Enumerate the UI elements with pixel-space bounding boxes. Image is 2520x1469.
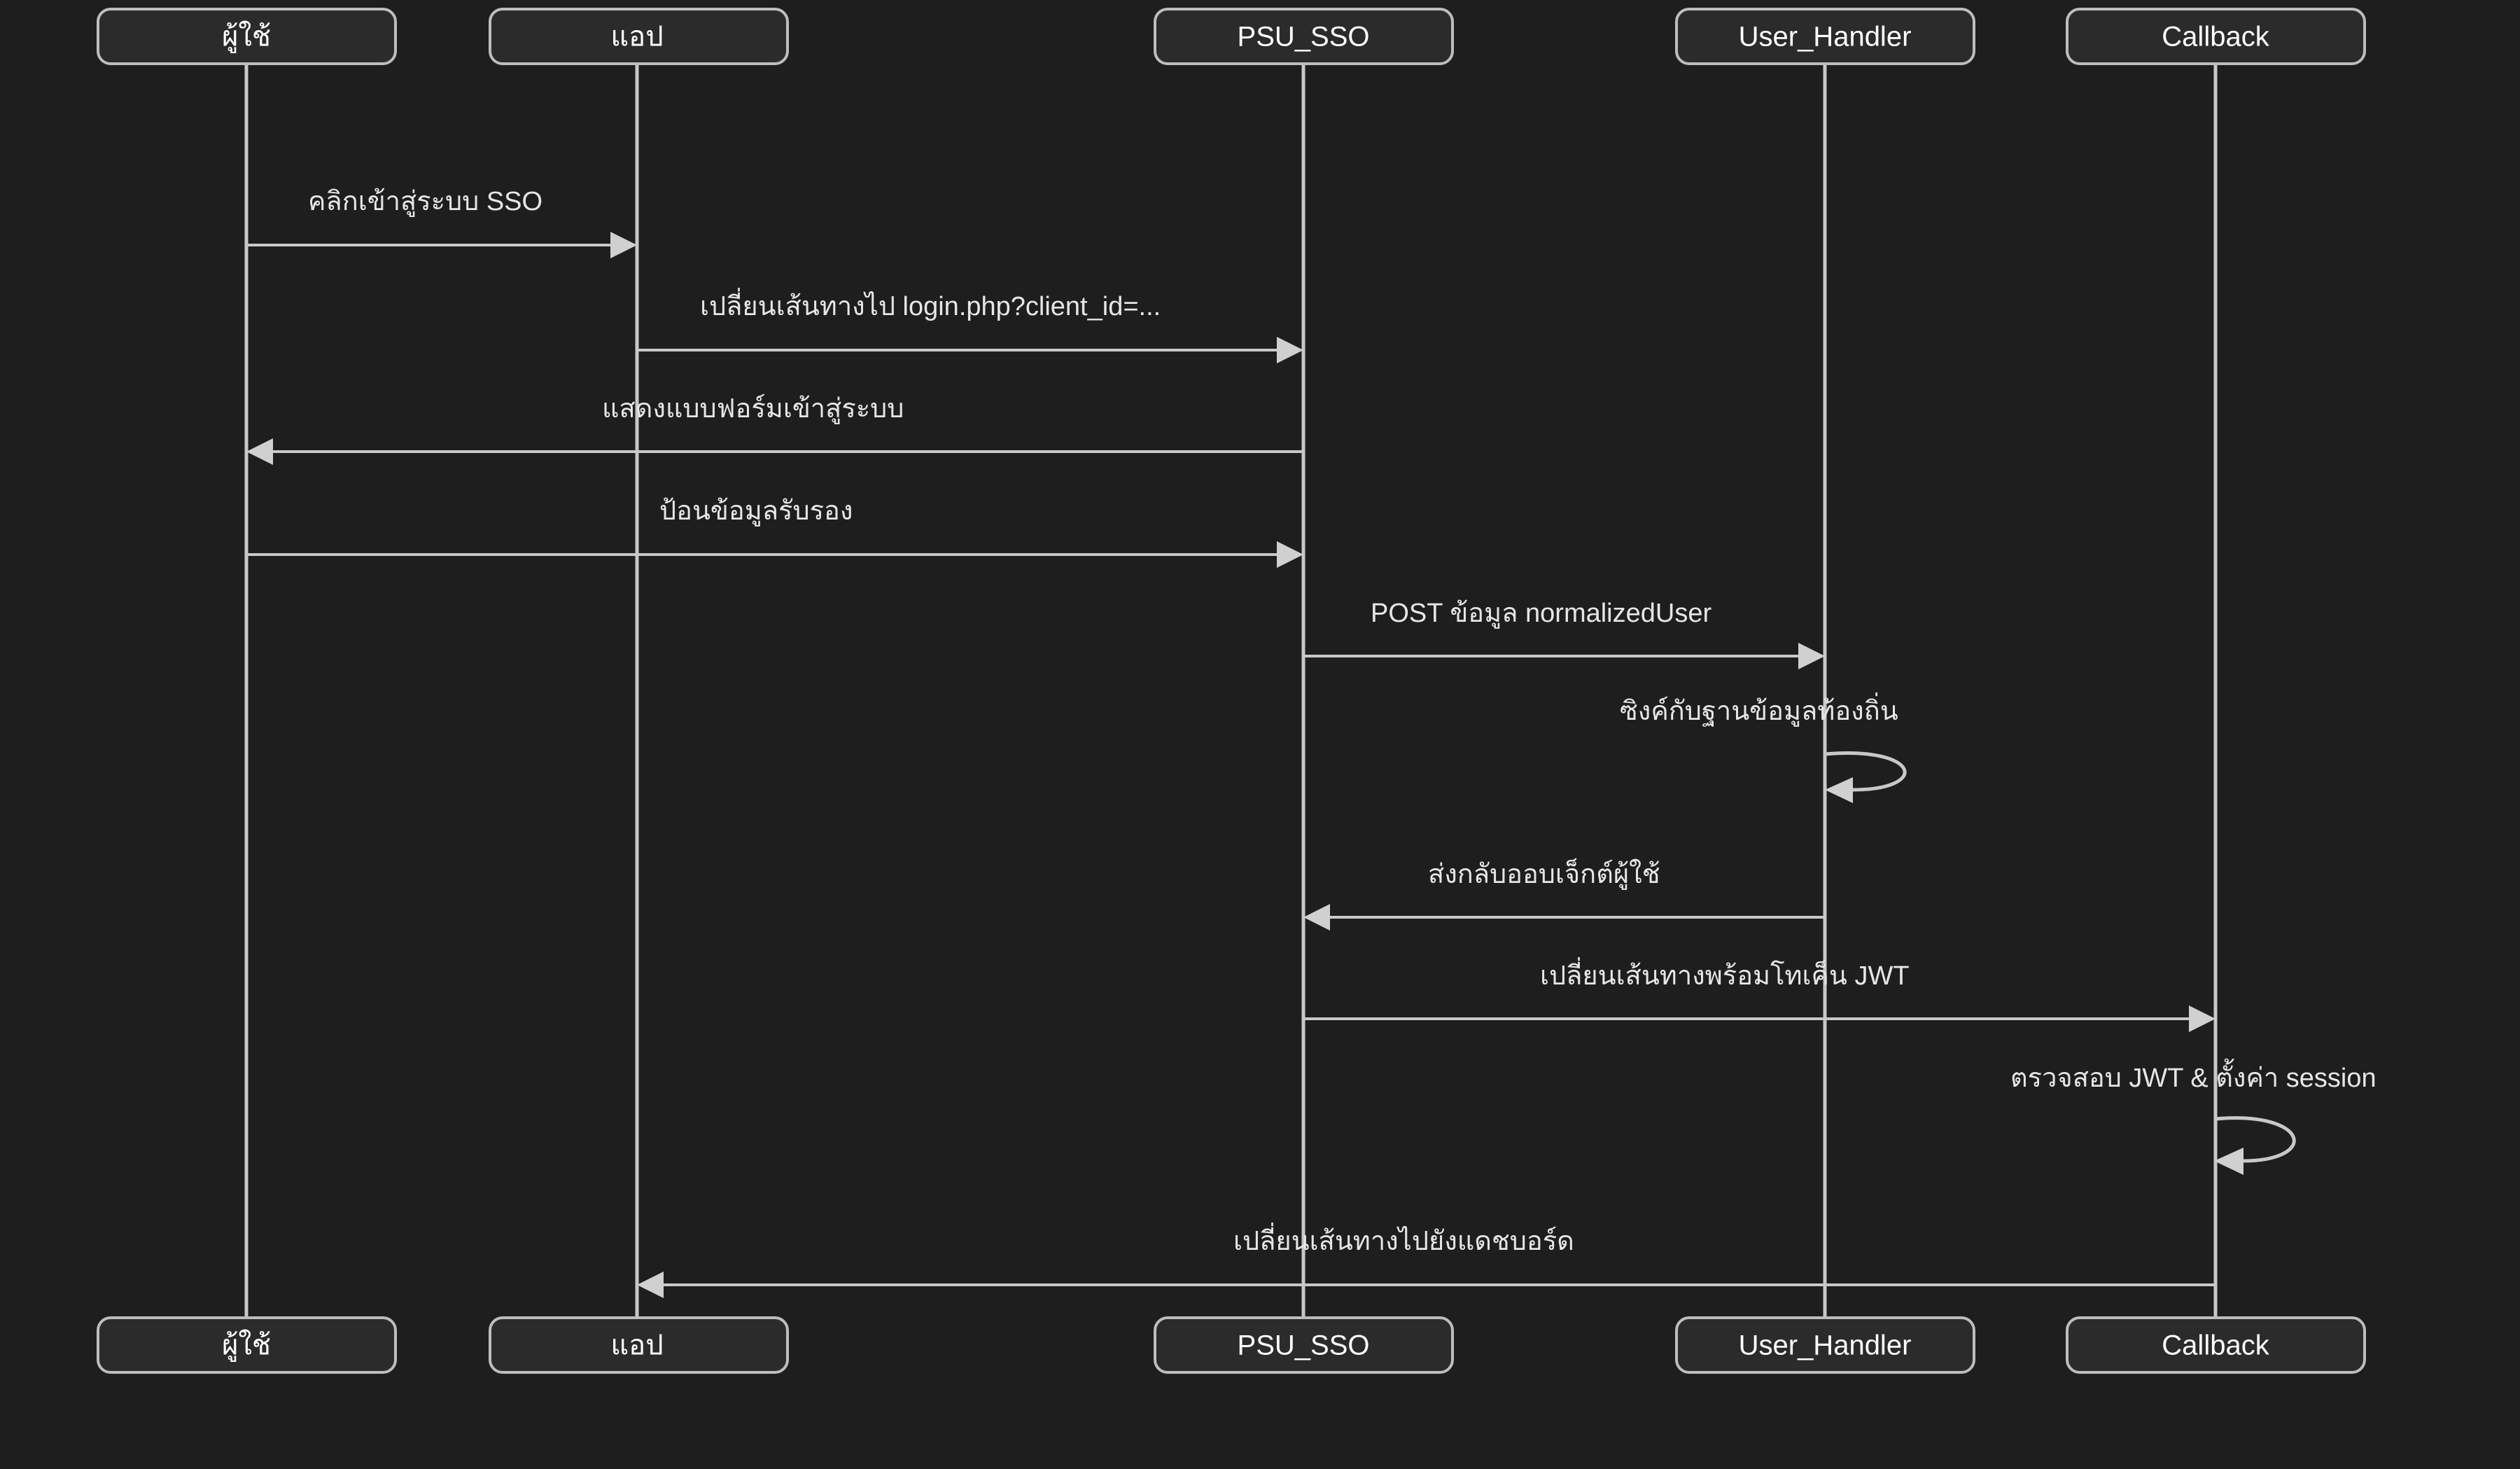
- message-4[interactable]: ป้อนข้อมูลรับรอง: [246, 496, 1303, 568]
- message-6-loop-path: [1824, 751, 1907, 792]
- message-5-label: POST ข้อมูล normalizedUser: [1371, 599, 1712, 629]
- message-3-arrowhead: [246, 438, 273, 465]
- actor-top-user-handler[interactable]: User_Handler: [1675, 8, 1975, 65]
- actor-bottom-callback-label: Callback: [2162, 1330, 2269, 1361]
- actor-bottom-psu-sso[interactable]: PSU_SSO: [1154, 1316, 1454, 1374]
- actor-top-callback[interactable]: Callback: [2066, 8, 2366, 65]
- message-8-label: เปลี่ยนเส้นทางพร้อมโทเค็น JWT: [1540, 957, 1910, 991]
- actor-boxes-top: ผู้ใช้ แอป PSU_SSO User_Handler Callback: [97, 8, 2366, 65]
- message-5-arrowhead: [1798, 643, 1825, 669]
- actor-top-psu-sso-label: PSU_SSO: [1238, 22, 1370, 53]
- actor-bottom-app[interactable]: แอป: [489, 1316, 789, 1374]
- message-2[interactable]: เปลี่ยนเส้นทางไป login.php?client_id=...: [637, 288, 1303, 363]
- message-6-arrowhead: [1825, 777, 1853, 803]
- message-10[interactable]: เปลี่ยนเส้นทางไปยังแดชบอร์ด: [637, 1223, 2216, 1298]
- actor-bottom-psu-sso-label: PSU_SSO: [1238, 1330, 1370, 1361]
- message-2-label: เปลี่ยนเส้นทางไป login.php?client_id=...: [700, 288, 1161, 321]
- message-4-arrowhead: [1277, 541, 1303, 568]
- message-6[interactable]: ซิงค์กับฐานข้อมูลท้องถิ่น: [1620, 692, 1907, 803]
- actor-bottom-callback[interactable]: Callback: [2066, 1316, 2366, 1374]
- actor-top-psu-sso-box[interactable]: [1154, 8, 1454, 65]
- actor-bottom-user-label: ผู้ใช้: [222, 1329, 271, 1362]
- actor-top-user-label: ผู้ใช้: [222, 20, 271, 53]
- actor-top-app-box[interactable]: [489, 8, 789, 65]
- message-9-loop-path: [2215, 1116, 2296, 1163]
- message-9-arrowhead: [2214, 1148, 2244, 1175]
- message-9-label: ตรวจสอบ JWT & ตั้งค่า session: [2010, 1058, 2376, 1093]
- actor-boxes-bottom: ผู้ใช้ แอป PSU_SSO User_Handler Callback: [97, 1316, 2366, 1374]
- actor-top-callback-label: Callback: [2162, 22, 2269, 53]
- actor-top-user-handler-box[interactable]: [1675, 8, 1975, 65]
- message-1-label: คลิกเข้าสู่ระบบ SSO: [308, 187, 542, 217]
- actor-top-app[interactable]: แอป: [489, 8, 789, 65]
- message-3[interactable]: แสดงแบบฟอร์มเข้าสู่ระบบ: [246, 394, 1303, 465]
- message-6-label: ซิงค์กับฐานข้อมูลท้องถิ่น: [1620, 692, 1898, 727]
- actor-bottom-user[interactable]: ผู้ใช้: [97, 1316, 397, 1374]
- actor-bottom-psu-sso-box[interactable]: [1154, 1316, 1454, 1374]
- actor-top-app-label: แอป: [610, 22, 663, 53]
- actor-bottom-callback-box[interactable]: [2066, 1316, 2366, 1374]
- actor-top-user-handler-label: User_Handler: [1739, 22, 1912, 53]
- message-1[interactable]: คลิกเข้าสู่ระบบ SSO: [246, 187, 637, 258]
- message-10-arrowhead: [637, 1272, 664, 1298]
- actor-top-user[interactable]: ผู้ใช้: [97, 8, 397, 65]
- message-8-arrowhead: [2189, 1005, 2216, 1032]
- actor-top-user-box[interactable]: [97, 8, 397, 65]
- actor-bottom-user-handler-box[interactable]: [1675, 1316, 1975, 1374]
- actor-bottom-app-box[interactable]: [489, 1316, 789, 1374]
- actor-bottom-app-label: แอป: [610, 1330, 663, 1361]
- message-4-label: ป้อนข้อมูลรับรอง: [659, 496, 853, 527]
- actor-top-psu-sso[interactable]: PSU_SSO: [1154, 8, 1454, 65]
- message-1-arrowhead: [610, 232, 637, 258]
- actor-bottom-user-box[interactable]: [97, 1316, 397, 1374]
- message-3-label: แสดงแบบฟอร์มเข้าสู่ระบบ: [602, 394, 904, 424]
- actor-bottom-user-handler-label: User_Handler: [1739, 1330, 1912, 1361]
- message-7-arrowhead: [1303, 904, 1330, 931]
- message-9[interactable]: ตรวจสอบ JWT & ตั้งค่า session: [2010, 1058, 2376, 1175]
- message-10-label: เปลี่ยนเส้นทางไปยังแดชบอร์ด: [1233, 1223, 1574, 1256]
- actor-bottom-user-handler[interactable]: User_Handler: [1675, 1316, 1975, 1374]
- message-8[interactable]: เปลี่ยนเส้นทางพร้อมโทเค็น JWT: [1303, 957, 2216, 1032]
- message-7-label: ส่งกลับออบเจ็กต์ผู้ใช้: [1428, 858, 1660, 890]
- actor-top-callback-box[interactable]: [2066, 8, 2366, 65]
- message-7[interactable]: ส่งกลับออบเจ็กต์ผู้ใช้: [1303, 858, 1825, 931]
- message-5[interactable]: POST ข้อมูล normalizedUser: [1303, 599, 1825, 669]
- lifelines-group: [244, 64, 2218, 1319]
- message-2-arrowhead: [1277, 337, 1303, 363]
